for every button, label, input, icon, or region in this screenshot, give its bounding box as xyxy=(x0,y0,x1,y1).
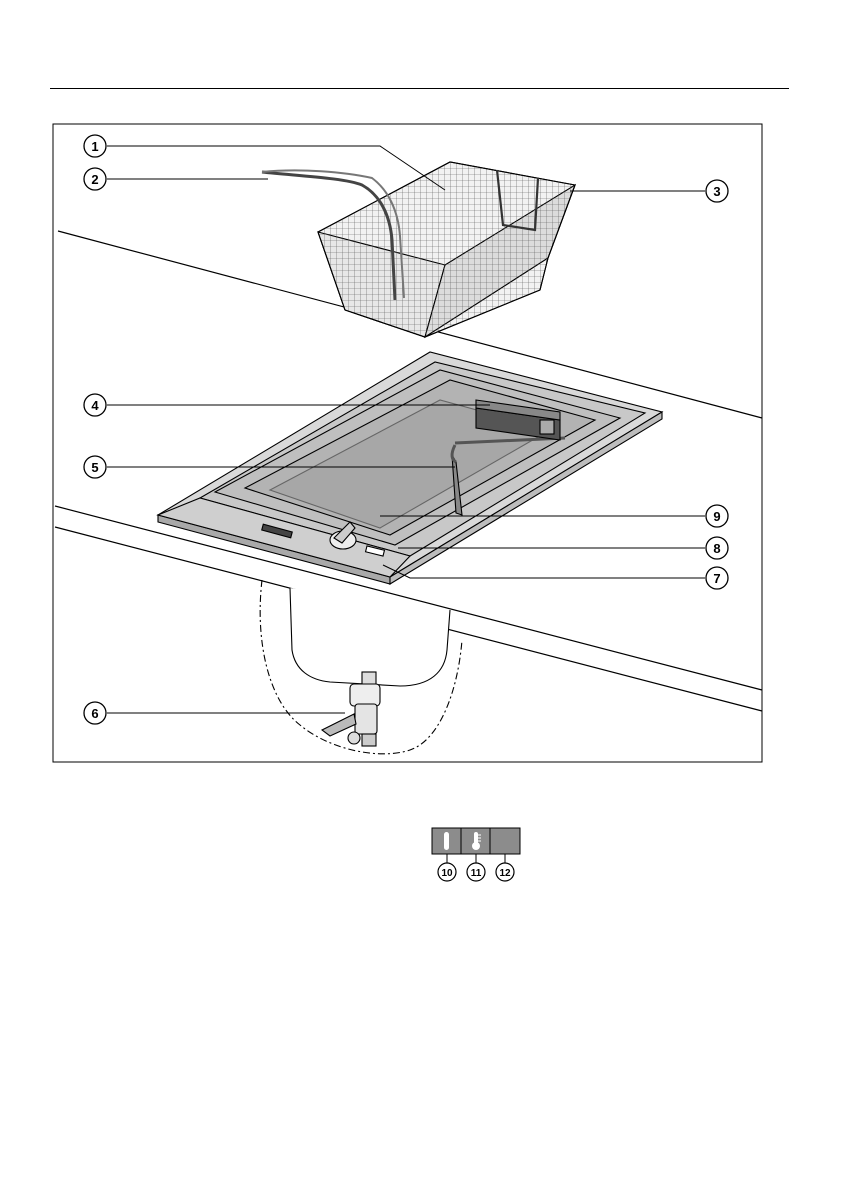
callout-7: 7 xyxy=(706,567,728,589)
callout-8: 8 xyxy=(706,537,728,559)
callout-12: 12 xyxy=(496,863,514,881)
svg-text:7: 7 xyxy=(713,571,720,586)
callout-9: 9 xyxy=(706,505,728,527)
callout-4: 4 xyxy=(84,394,106,416)
svg-text:10: 10 xyxy=(441,868,453,879)
callout-1: 1 xyxy=(84,135,106,157)
svg-text:4: 4 xyxy=(91,398,99,413)
power-light-icon xyxy=(444,832,449,850)
svg-text:12: 12 xyxy=(499,868,511,879)
svg-text:1: 1 xyxy=(91,139,98,154)
indicator-panel xyxy=(432,828,520,864)
svg-text:11: 11 xyxy=(471,868,482,879)
svg-text:6: 6 xyxy=(91,706,98,721)
fryer-cooktop xyxy=(158,352,662,584)
svg-text:2: 2 xyxy=(91,172,98,187)
callout-3: 3 xyxy=(706,180,728,202)
svg-text:8: 8 xyxy=(713,541,720,556)
callout-11: 11 xyxy=(467,863,485,881)
callout-10: 10 xyxy=(438,863,456,881)
callout-5: 5 xyxy=(84,456,106,478)
callout-2: 2 xyxy=(84,168,106,190)
svg-text:5: 5 xyxy=(91,460,98,475)
callout-6: 6 xyxy=(84,702,106,724)
svg-text:9: 9 xyxy=(713,509,720,524)
fryer-basket xyxy=(262,162,575,337)
svg-text:3: 3 xyxy=(713,184,720,199)
